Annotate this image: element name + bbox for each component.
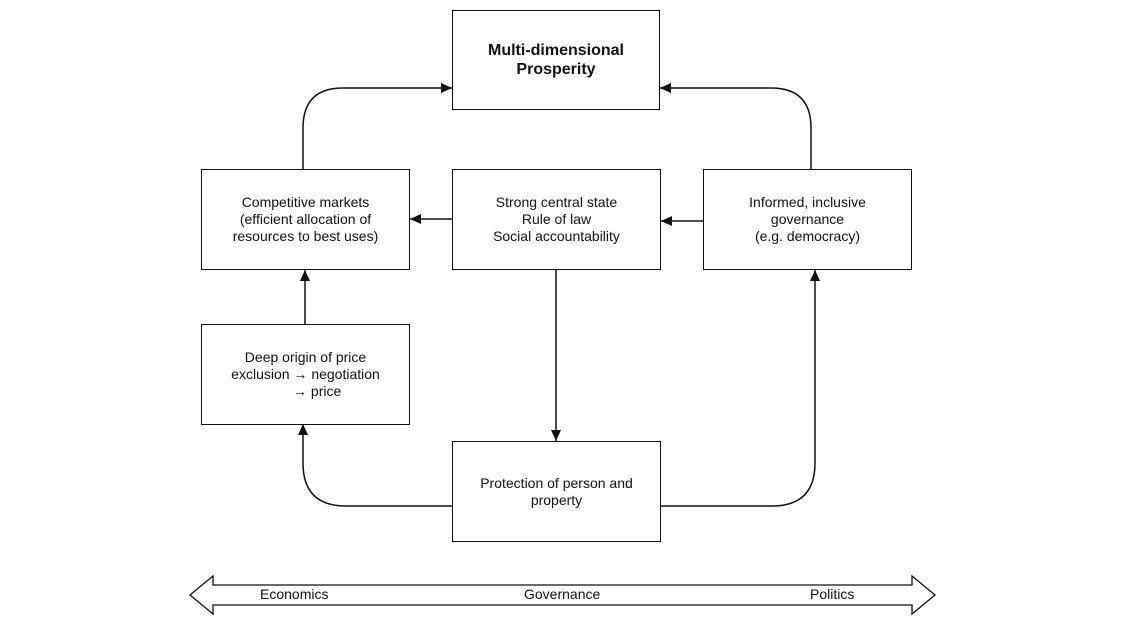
edge-protection-to-price: [298, 424, 453, 507]
node-label: Competitive markets (efficient allocatio…: [232, 194, 379, 244]
edge-protection-to-governance: [660, 270, 820, 507]
axis-label-governance: Governance: [524, 586, 601, 602]
axis-label-politics: Politics: [810, 586, 855, 602]
node-label: Multi-dimensional Prosperity: [488, 42, 624, 78]
node-competitive-markets: Competitive markets (efficient allocatio…: [201, 169, 410, 270]
node-protection-of-person-and-property: Protection of person and property: [452, 441, 661, 542]
axis-label-economics: Economics: [260, 586, 329, 602]
economics-politics-double-arrow: [188, 574, 937, 616]
node-deep-origin-of-price: Deep origin of price exclusion → negotia…: [201, 324, 410, 425]
node-label: Protection of person and property: [480, 474, 633, 508]
node-multidimensional-prosperity: Multi-dimensional Prosperity: [452, 10, 660, 110]
node-label: Strong central state Rule of law Social …: [493, 194, 620, 244]
node-label: Informed, inclusive governance (e.g. dem…: [749, 194, 866, 244]
edge-markers-to-prosperity: [302, 83, 452, 170]
node-strong-central-state: Strong central state Rule of law Social …: [452, 169, 661, 270]
edge-governance-to-prosperity: [660, 83, 812, 170]
node-informed-inclusive-governance: Informed, inclusive governance (e.g. dem…: [703, 169, 912, 270]
node-label: Deep origin of price exclusion → negotia…: [231, 349, 380, 399]
